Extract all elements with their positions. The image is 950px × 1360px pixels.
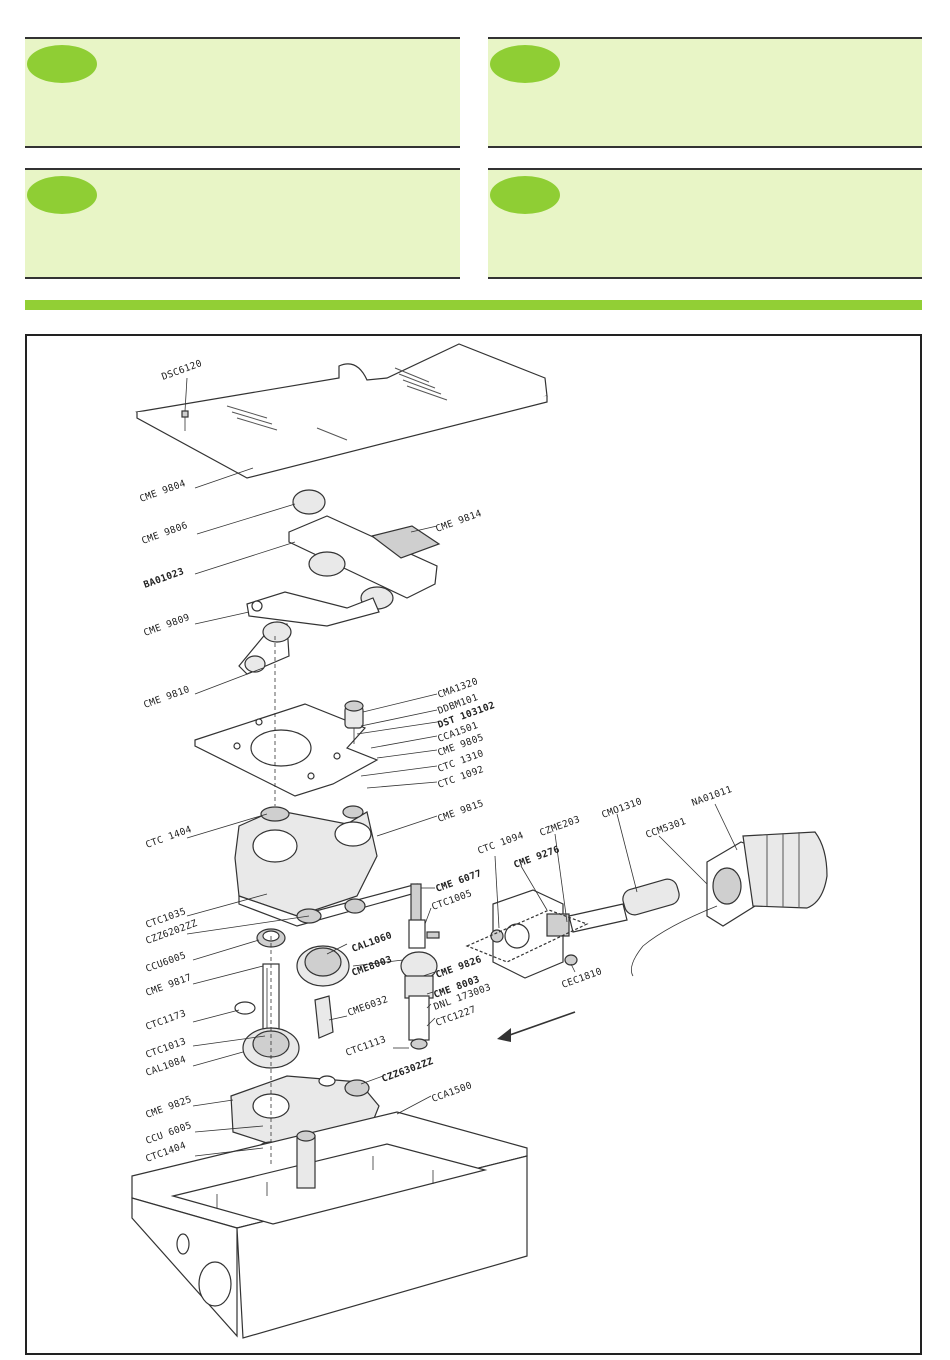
label-cme9825: CME 9825	[144, 1094, 193, 1121]
base-housing	[131, 1111, 528, 1339]
exploded-parts-diagram: DSC6120 CME 9804 CME 9806 CME 9814 BA010…	[131, 343, 828, 1339]
label-cal1060: CAL1060	[350, 930, 393, 955]
exploded-diagram-frame: DSC6120 CME 9804 CME 9806 CME 9814 BA010…	[25, 334, 922, 1355]
label-cme6077: CME 6077	[434, 868, 483, 895]
label-ctc1404a: CTC 1404	[144, 824, 193, 851]
label-cme6032: CME6032	[346, 994, 389, 1019]
label-cme9815: CME 9815	[436, 798, 485, 825]
green-dot-icon	[27, 176, 97, 214]
direction-arrow	[497, 1011, 576, 1042]
green-dot-icon	[490, 45, 560, 83]
section-divider-bar	[25, 300, 922, 310]
release-lever-assembly	[238, 515, 441, 675]
label-cme9809: CME 9809	[142, 612, 191, 639]
label-cca1500: CCA1500	[430, 1080, 473, 1105]
info-card-4	[488, 168, 922, 279]
label-cme8003a: CME8003	[350, 954, 393, 979]
green-dot-icon	[27, 45, 97, 83]
leader-lines	[184, 377, 738, 1157]
adjust-knob	[344, 700, 364, 744]
label-cme9814: CME 9814	[434, 508, 483, 535]
info-card-1	[25, 37, 460, 148]
label-czme203: CZME203	[538, 814, 581, 839]
motor-assembly	[465, 831, 828, 979]
cover-plate	[135, 343, 548, 479]
label-cme9817: CME 9817	[144, 972, 193, 999]
label-cme9806: CME 9806	[140, 520, 189, 547]
label-czz6302zz: CZZ6302ZZ	[380, 1056, 435, 1085]
green-dot-icon	[490, 176, 560, 214]
label-dsc6120: DSC6120	[160, 358, 203, 383]
upper-gearbox-housing	[234, 805, 420, 927]
label-ccu6005a: CCU6005	[144, 950, 187, 975]
mounting-plate	[194, 703, 379, 797]
label-ctc1113: CTC1113	[344, 1034, 387, 1059]
label-cme9804: CME 9804	[138, 478, 187, 505]
label-ccm5301: CCM5301	[644, 816, 687, 841]
label-cme9810: CME 9810	[142, 684, 191, 711]
label-ccu6005b: CCU 6005	[144, 1120, 193, 1147]
label-ctc1094: CTC 1094	[476, 830, 525, 857]
label-na01011: NA01011	[690, 784, 733, 809]
label-cec1810: CEC1810	[560, 966, 603, 991]
label-cme9276: CME 9276	[512, 844, 561, 871]
info-card-3	[25, 168, 460, 279]
label-ba01023: BA01023	[142, 566, 185, 591]
label-ctc1173: CTC1173	[144, 1008, 187, 1033]
info-card-2	[488, 37, 922, 148]
knob-cap	[292, 489, 326, 515]
label-cmo1310: CMO1310	[600, 796, 643, 821]
